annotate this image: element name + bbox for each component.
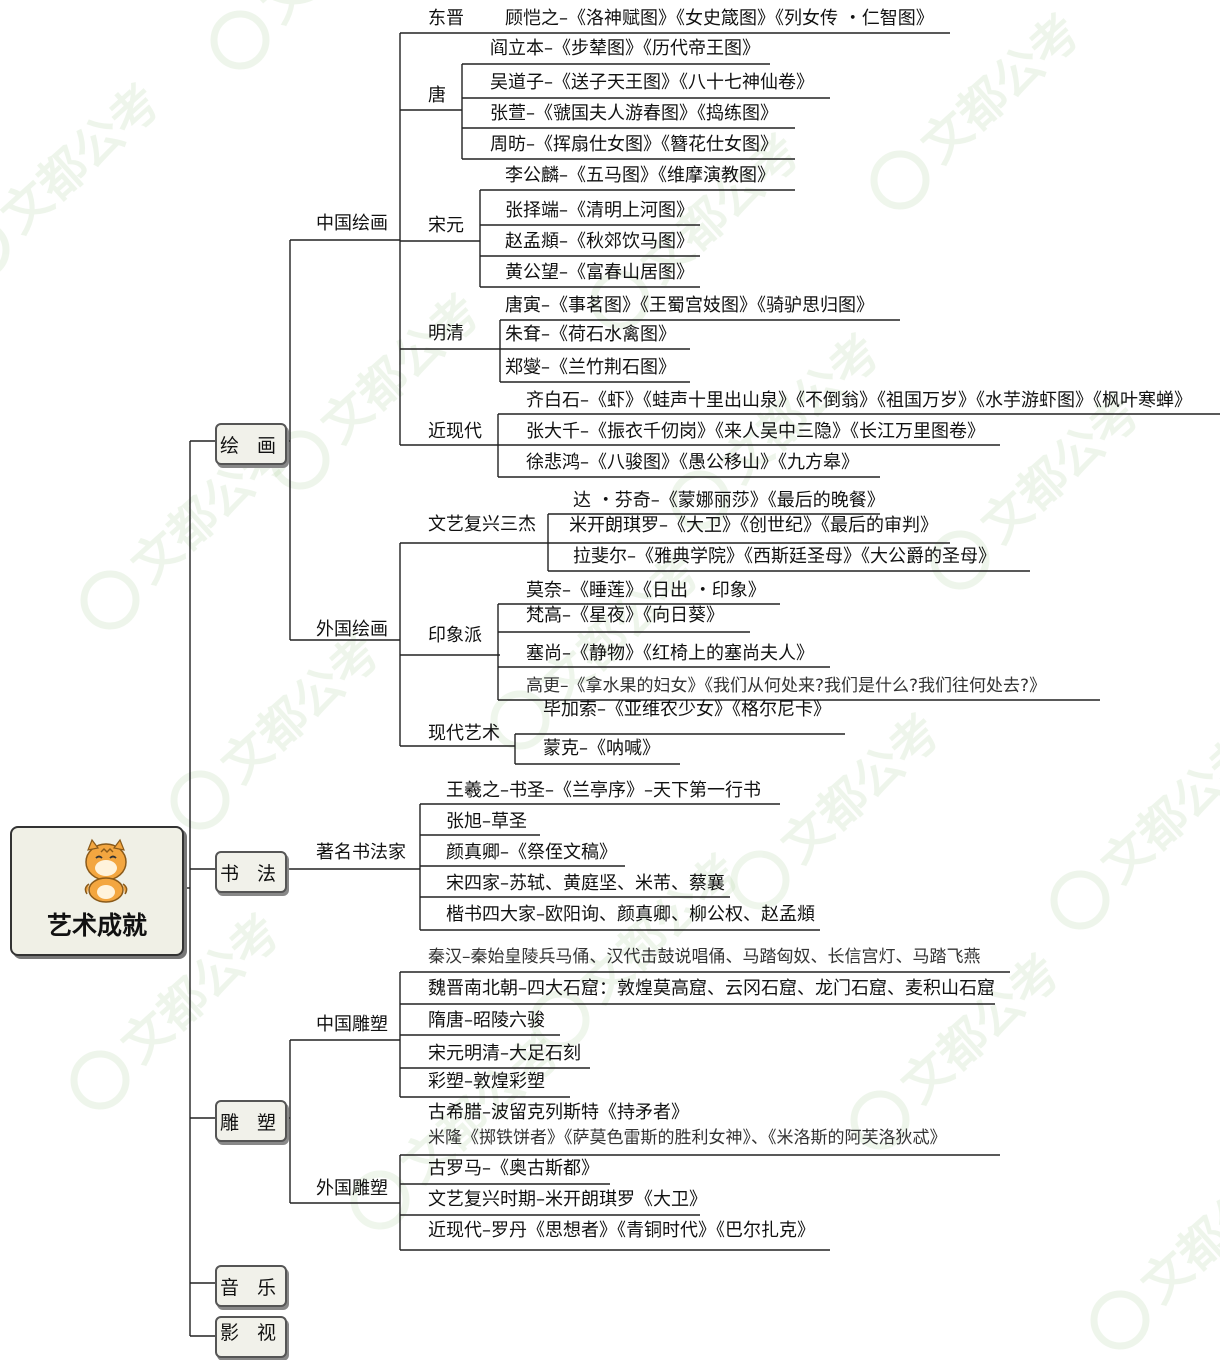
list-item: 王羲之–书圣–《兰亭序》–天下第一行书 <box>446 780 761 801</box>
category-calligraphy[interactable]: 书 法 <box>215 851 287 893</box>
tiger-mascot-icon <box>84 838 128 903</box>
list-item: 米开朗琪罗–《大卫》《创世纪》《最后的审判》 <box>569 515 938 536</box>
list-item: 魏晋南北朝–四大石窟：敦煌莫高窟、云冈石窟、龙门石窟、麦积山石窟 <box>428 978 995 999</box>
list-item: 郑燮–《兰竹荆石图》 <box>505 357 676 378</box>
list-item: 阎立本–《步辇图》《历代帝王图》 <box>490 38 760 59</box>
list-item: 张择端–《清明上河图》 <box>505 200 694 221</box>
root-label: 艺术成就 <box>46 911 147 940</box>
list-item: 毕加索–《亚维农少女》《格尔尼卡》 <box>543 699 831 720</box>
period-modern[interactable]: 近现代 <box>428 421 482 442</box>
list-item: 张大千–《振衣千仞岗》《来人吴中三隐》《长江万里图卷》 <box>526 421 985 442</box>
category-music[interactable]: 音 乐 <box>215 1265 287 1307</box>
list-item: 高更–《拿水果的妇女》《我们从何处来?我们是什么?我们往何处去?》 <box>526 676 1047 696</box>
list-item: 楷书四大家–欧阳询、颜真卿、柳公权、赵孟頫 <box>446 904 815 925</box>
branch-chinese-sculpture[interactable]: 中国雕塑 <box>316 1014 388 1035</box>
list-item: 赵孟頫–《秋郊饮马图》 <box>505 231 694 252</box>
list-item: 蒙克–《呐喊》 <box>543 738 660 759</box>
list-item: 徐悲鸿–《八骏图》《愚公移山》《九方皋》 <box>526 452 859 473</box>
list-item: 李公麟–《五马图》《维摩演教图》 <box>505 165 775 186</box>
list-item: 朱耷–《荷石水禽图》 <box>505 324 676 345</box>
list-item: 宋元明清–大足石刻 <box>428 1043 581 1064</box>
branch-calligraphers[interactable]: 著名书法家 <box>316 842 406 863</box>
group-renaissance[interactable]: 文艺复兴三杰 <box>428 514 536 535</box>
list-item: 吴道子–《送子天王图》《八十七神仙卷》 <box>490 72 814 93</box>
list-item: 隋唐–昭陵六骏 <box>428 1010 545 1031</box>
list-item: 近现代–罗丹《思想者》《青铜时代》《巴尔扎克》 <box>428 1220 815 1241</box>
category-painting[interactable]: 绘 画 <box>215 423 287 465</box>
list-item: 周昉–《挥扇仕女图》《簪花仕女图》 <box>490 134 778 155</box>
list-item: 唐寅–《事茗图》《王蜀宫妓图》《骑驴思归图》 <box>505 295 874 316</box>
list-item: 梵高–《星夜》《向日葵》 <box>526 605 724 626</box>
group-modern-art[interactable]: 现代艺术 <box>428 723 500 744</box>
list-item: 文艺复兴时期–米开朗琪罗《大卫》 <box>428 1189 707 1210</box>
group-impressionism[interactable]: 印象派 <box>428 625 482 646</box>
list-item: 秦汉–秦始皇陵兵马俑、汉代击鼓说唱俑、马踏匈奴、长信宫灯、马踏飞燕 <box>428 947 981 967</box>
list-item: 米隆《掷铁饼者》《萨莫色雷斯的胜利女神》、《米洛斯的阿芙洛狄忒》 <box>428 1128 947 1148</box>
period-mingqing[interactable]: 明清 <box>428 323 464 344</box>
category-sculpture[interactable]: 雕 塑 <box>215 1100 287 1142</box>
period-songyuan[interactable]: 宋元 <box>428 215 464 236</box>
category-film[interactable]: 影 视 <box>215 1316 287 1358</box>
list-item: 塞尚–《静物》《红椅上的塞尚夫人》 <box>526 643 814 664</box>
list-item: 张旭–草圣 <box>446 811 527 832</box>
period-dongjin[interactable]: 东晋 <box>428 8 464 29</box>
branch-foreign-sculpture[interactable]: 外国雕塑 <box>316 1178 388 1199</box>
list-item: 顾恺之–《洛神赋图》《女史箴图》《列女传 ・仁智图》 <box>505 8 934 29</box>
root-node[interactable]: 艺术成就 <box>10 826 184 956</box>
period-tang[interactable]: 唐 <box>428 85 446 106</box>
list-item: 宋四家–苏轼、黄庭坚、米芾、蔡襄 <box>446 873 725 894</box>
list-item: 古罗马–《奥古斯都》 <box>428 1158 599 1179</box>
list-item: 黄公望–《富春山居图》 <box>505 262 694 283</box>
list-item: 拉斐尔–《雅典学院》《西斯廷圣母》《大公爵的圣母》 <box>573 546 996 567</box>
list-item: 齐白石–《虾》《蛙声十里出山泉》《不倒翁》《祖国万岁》《水芋游虾图》《枫叶寒蝉》 <box>526 390 1192 411</box>
list-item: 彩塑–敦煌彩塑 <box>428 1071 545 1092</box>
list-item: 张萱–《虢国夫人游春图》《捣练图》 <box>490 103 778 124</box>
branch-chinese-painting[interactable]: 中国绘画 <box>316 213 388 234</box>
list-item: 古希腊–波留克列斯特《持矛者》 <box>428 1102 689 1123</box>
list-item: 莫奈–《睡莲》《日出 ・印象》 <box>526 580 766 601</box>
branch-foreign-painting[interactable]: 外国绘画 <box>316 619 388 640</box>
list-item: 达 ・芬奇–《蒙娜丽莎》《最后的晚餐》 <box>573 490 885 511</box>
list-item: 颜真卿–《祭侄文稿》 <box>446 842 617 863</box>
